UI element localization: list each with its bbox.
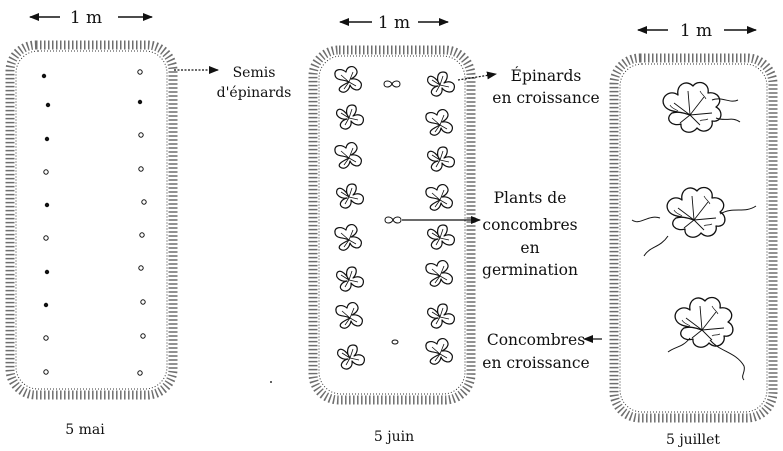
seed-dot bbox=[44, 303, 48, 307]
seed-dot bbox=[46, 103, 50, 107]
spinach-plant bbox=[426, 110, 452, 136]
cucumber-seedling bbox=[385, 217, 401, 223]
mature-plant bbox=[667, 187, 725, 237]
speck bbox=[270, 381, 272, 383]
spinach-plant bbox=[428, 304, 455, 328]
spinach-plant bbox=[428, 225, 455, 249]
label-semis: Semis d'épinards bbox=[217, 65, 292, 101]
seed-dot bbox=[141, 300, 145, 304]
width-marker-2: 1 m bbox=[340, 13, 448, 33]
label-line: germination bbox=[482, 261, 578, 279]
label-line: Épinards bbox=[511, 67, 582, 85]
seed-dot bbox=[139, 266, 143, 270]
spinach-plant bbox=[336, 303, 362, 329]
spinach-plant bbox=[428, 72, 455, 96]
arrow-epinards bbox=[458, 74, 496, 80]
label-line: d'épinards bbox=[217, 85, 292, 101]
label-line: Plants de bbox=[494, 189, 567, 207]
width-marker-1: 1 m bbox=[30, 8, 152, 28]
label-epinards: Épinards en croissance bbox=[492, 67, 599, 107]
seed-dot bbox=[45, 137, 49, 141]
seed-dot bbox=[44, 170, 48, 174]
spinach-plant bbox=[337, 267, 364, 291]
cucumber-seedlings bbox=[384, 81, 401, 344]
mature-plant bbox=[663, 82, 721, 132]
spinach-plant bbox=[338, 345, 365, 369]
cucumber-seed bbox=[392, 340, 398, 344]
spinach-plant bbox=[337, 184, 364, 208]
seed-dot bbox=[138, 100, 142, 104]
width-marker-3: 1 m bbox=[638, 21, 756, 41]
seed-dot bbox=[45, 270, 49, 274]
label-line: en croissance bbox=[492, 89, 599, 107]
date-may: 5 mai bbox=[65, 422, 105, 438]
seed-dot bbox=[138, 70, 142, 74]
seed-dot bbox=[142, 200, 146, 204]
label-line: en bbox=[520, 239, 539, 257]
seed-dot bbox=[42, 74, 46, 78]
spinach-plant bbox=[428, 147, 455, 171]
width-label: 1 m bbox=[378, 13, 410, 33]
mature-plant bbox=[675, 297, 733, 347]
seed-dot bbox=[139, 133, 143, 137]
cucumber-plants-july bbox=[632, 82, 756, 380]
bed-may bbox=[10, 45, 173, 395]
seed-dot bbox=[44, 336, 48, 340]
label-line: en croissance bbox=[482, 354, 589, 372]
seed-dot bbox=[44, 370, 48, 374]
label-line: concombres bbox=[482, 216, 577, 234]
spinach-plant bbox=[426, 261, 452, 287]
bed-outline bbox=[10, 45, 173, 395]
label-line: Semis bbox=[233, 65, 276, 81]
date-june: 5 juin bbox=[374, 429, 414, 445]
label-plants: Plants de concombres en germination bbox=[482, 189, 578, 279]
spinach-plant bbox=[426, 185, 452, 211]
spinach-plant bbox=[426, 339, 452, 365]
spinach-plant bbox=[335, 143, 361, 169]
seed-dot bbox=[141, 334, 145, 338]
seed-dot bbox=[139, 167, 143, 171]
spinach-plant bbox=[335, 67, 361, 93]
label-concombres: Concombres en croissance bbox=[482, 331, 589, 372]
date-july: 5 juillet bbox=[666, 432, 720, 448]
spinach-seeds bbox=[42, 70, 146, 375]
width-label: 1 m bbox=[680, 21, 712, 41]
label-line: Concombres bbox=[487, 331, 585, 349]
spinach-plant bbox=[337, 105, 364, 129]
seed-dot bbox=[44, 236, 48, 240]
spinach-plant bbox=[335, 225, 361, 251]
cucumber-seedling bbox=[384, 81, 400, 87]
seed-dot bbox=[45, 203, 49, 207]
seed-dot bbox=[138, 371, 142, 375]
seed-dot bbox=[140, 233, 144, 237]
width-label: 1 m bbox=[70, 8, 102, 28]
